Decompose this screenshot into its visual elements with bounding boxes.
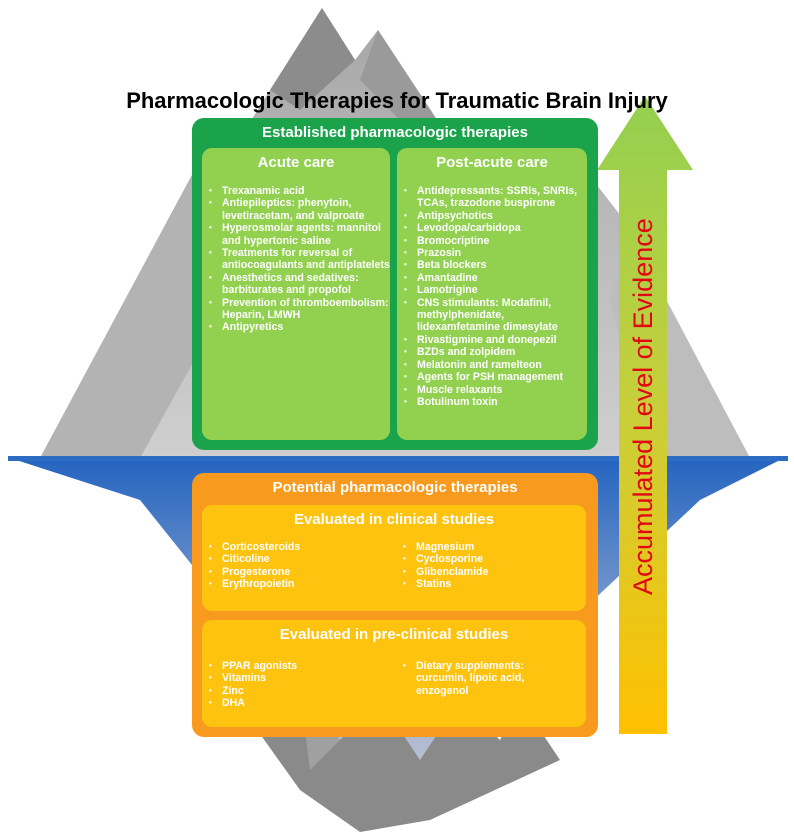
list-item: Levodopa/carbidopa — [397, 222, 587, 235]
list-item: Hyperosmolar agents: mannitol and hypert… — [202, 222, 390, 247]
list-item: Progesterone — [202, 566, 392, 579]
list-item: Antiepileptics: phenytoin, levetiracetam… — [202, 197, 390, 222]
list-item: Vitamins — [202, 672, 392, 685]
list-item: Muscle relaxants — [397, 384, 587, 397]
preclinical-studies-list-left: PPAR agonistsVitaminsZincDHA — [202, 660, 392, 710]
post-acute-care-list: Antidepressants: SSRIs, SNRIs, TCAs, tra… — [397, 185, 587, 409]
post-acute-care-title: Post-acute care — [436, 154, 548, 171]
acute-care-panel: Acute care Trexanamic acidAntiepileptics… — [202, 148, 390, 440]
list-item: Glibenclamide — [396, 566, 586, 579]
page-title: Pharmacologic Therapies for Traumatic Br… — [126, 88, 668, 113]
established-therapies-box: Established pharmacologic therapies Acut… — [192, 118, 598, 450]
list-item: Corticosteroids — [202, 541, 392, 554]
clinical-studies-list-left: CorticosteroidsCiticolineProgesteroneEry… — [202, 541, 392, 591]
list-item: Beta blockers — [397, 259, 587, 272]
list-item: BZDs and zolpidem — [397, 346, 587, 359]
evidence-arrow — [597, 96, 693, 734]
list-item: Anesthetics and sedatives: barbiturates … — [202, 272, 390, 297]
potential-therapies-box: Potential pharmacologic therapies Evalua… — [192, 473, 598, 737]
list-item: Cyclosporine — [396, 553, 586, 566]
list-item: Melatonin and ramelteon — [397, 359, 587, 372]
list-item: Magnesium — [396, 541, 586, 554]
list-item: Rivastigmine and donepezil — [397, 334, 587, 347]
list-item: Antidepressants: SSRIs, SNRIs, TCAs, tra… — [397, 185, 587, 210]
preclinical-studies-panel: Evaluated in pre-clinical studies PPAR a… — [202, 620, 586, 727]
list-item: Amantadine — [397, 272, 587, 285]
clinical-studies-panel: Evaluated in clinical studies Corticoste… — [202, 505, 586, 611]
established-therapies-header: Established pharmacologic therapies — [262, 124, 528, 141]
clinical-studies-title: Evaluated in clinical studies — [293, 511, 495, 528]
preclinical-studies-title: Evaluated in pre-clinical studies — [279, 626, 509, 643]
potential-therapies-header: Potential pharmacologic therapies — [272, 479, 518, 496]
post-acute-care-panel: Post-acute care Antidepressants: SSRIs, … — [397, 148, 587, 440]
list-item: Antipyretics — [202, 321, 390, 334]
list-item: Antipsychotics — [397, 210, 587, 223]
list-item: Prevention of thromboembolism: Heparin, … — [202, 297, 390, 322]
list-item: Dietary supplements: curcumin, lipoic ac… — [396, 660, 566, 697]
list-item: Botulinum toxin — [397, 396, 587, 409]
acute-care-list: Trexanamic acidAntiepileptics: phenytoin… — [202, 185, 390, 334]
water-line — [8, 456, 788, 461]
list-item: Citicoline — [202, 553, 392, 566]
preclinical-studies-list-right: Dietary supplements: curcumin, lipoic ac… — [396, 660, 566, 697]
acute-care-title: Acute care — [257, 154, 335, 171]
list-item: PPAR agonists — [202, 660, 392, 673]
list-item: Lamotrigine — [397, 284, 587, 297]
evidence-arrow-text: Accumulated Level of Evidence — [628, 218, 658, 595]
list-item: Erythropoietin — [202, 578, 392, 591]
list-item: Treatments for reversal of antiocoagulan… — [202, 247, 390, 272]
list-item: Trexanamic acid — [202, 185, 390, 198]
clinical-studies-list-right: MagnesiumCyclosporineGlibenclamideStatin… — [396, 541, 586, 591]
list-item: Bromocriptine — [397, 235, 587, 248]
list-item: Prazosin — [397, 247, 587, 260]
list-item: Zinc — [202, 685, 392, 698]
list-item: Statins — [396, 578, 586, 591]
list-item: DHA — [202, 697, 392, 710]
list-item: Agents for PSH management — [397, 371, 587, 384]
list-item: CNS stimulants: Modafinil, methylphenida… — [397, 297, 587, 334]
